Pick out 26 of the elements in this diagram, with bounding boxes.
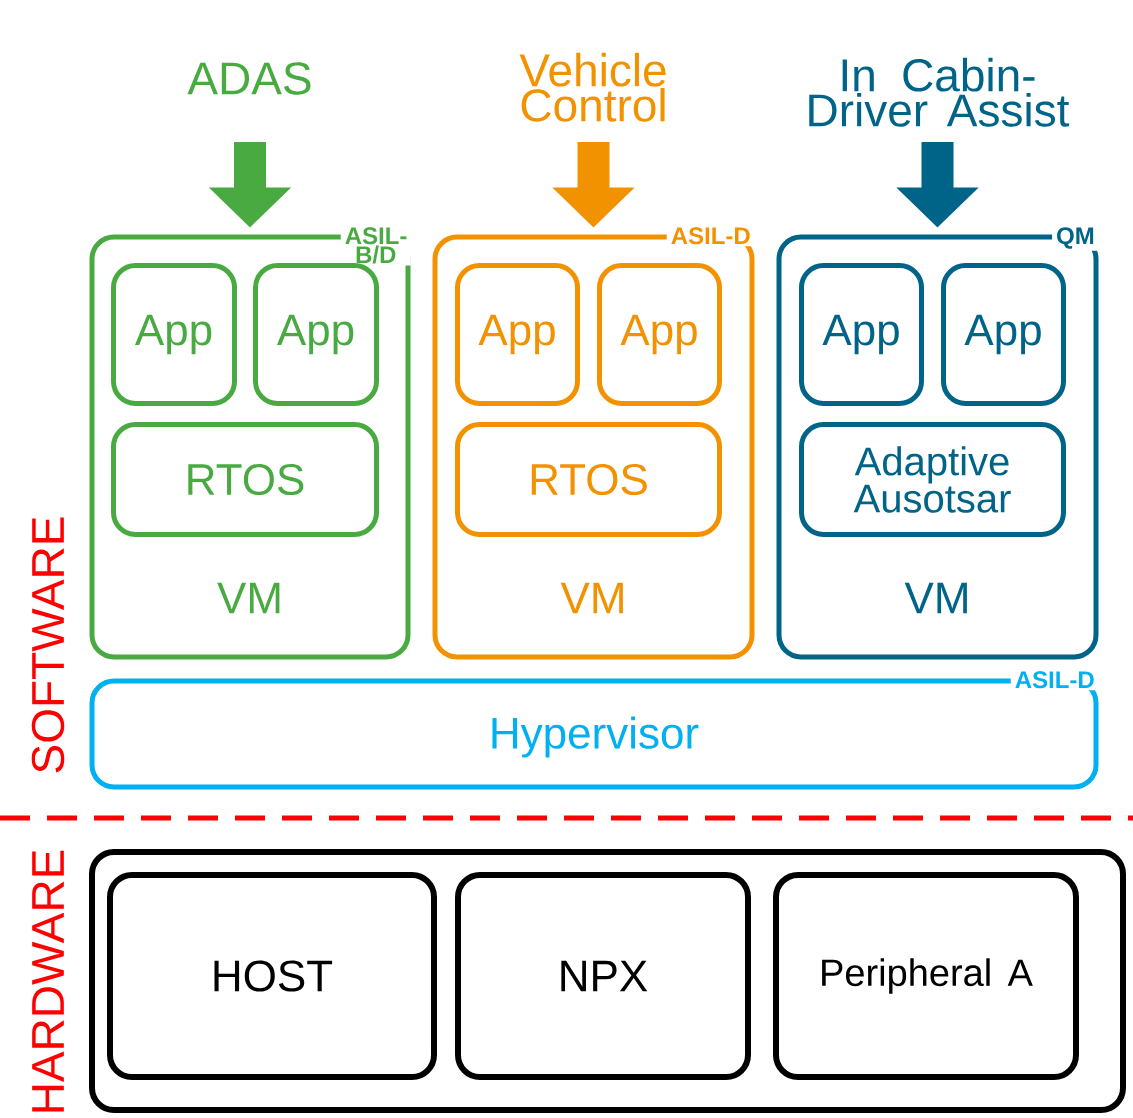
processor-box: HOST <box>107 872 437 1080</box>
app-box: App <box>941 263 1066 406</box>
rtos-box: RTOS <box>455 422 722 537</box>
safety-level-label: ASIL- B/D <box>340 225 411 266</box>
peripheral-box: Peripheral A <box>773 872 1079 1080</box>
app-box: App <box>455 263 580 406</box>
app-box: App <box>597 263 722 406</box>
app-box: App <box>799 263 924 406</box>
box-label: Hypervisor <box>492 716 699 758</box>
heading: Vehicle Control <box>519 52 666 122</box>
heading: In Cabin- Driver Assist <box>809 57 1070 127</box>
box-label: VM <box>560 582 623 614</box>
middleware-box: Adaptive Ausotsar <box>799 422 1066 537</box>
heading: ADAS <box>187 62 311 95</box>
section-label: HARDWARE <box>32 850 64 1112</box>
section-label: SOFTWARE <box>31 517 65 773</box>
safety-level-label: QM <box>1052 225 1099 251</box>
processor-box: NPX <box>455 872 751 1080</box>
app-box: App <box>111 263 237 406</box>
safety-level-label: ASIL-D <box>666 225 755 247</box>
box-label: VM <box>904 582 967 614</box>
box-label: VM <box>217 582 280 614</box>
app-box: App <box>253 263 379 406</box>
safety-level-label: ASIL-D <box>1010 669 1099 691</box>
hardware-box <box>89 849 1126 1113</box>
rtos-box: RTOS <box>111 422 379 537</box>
